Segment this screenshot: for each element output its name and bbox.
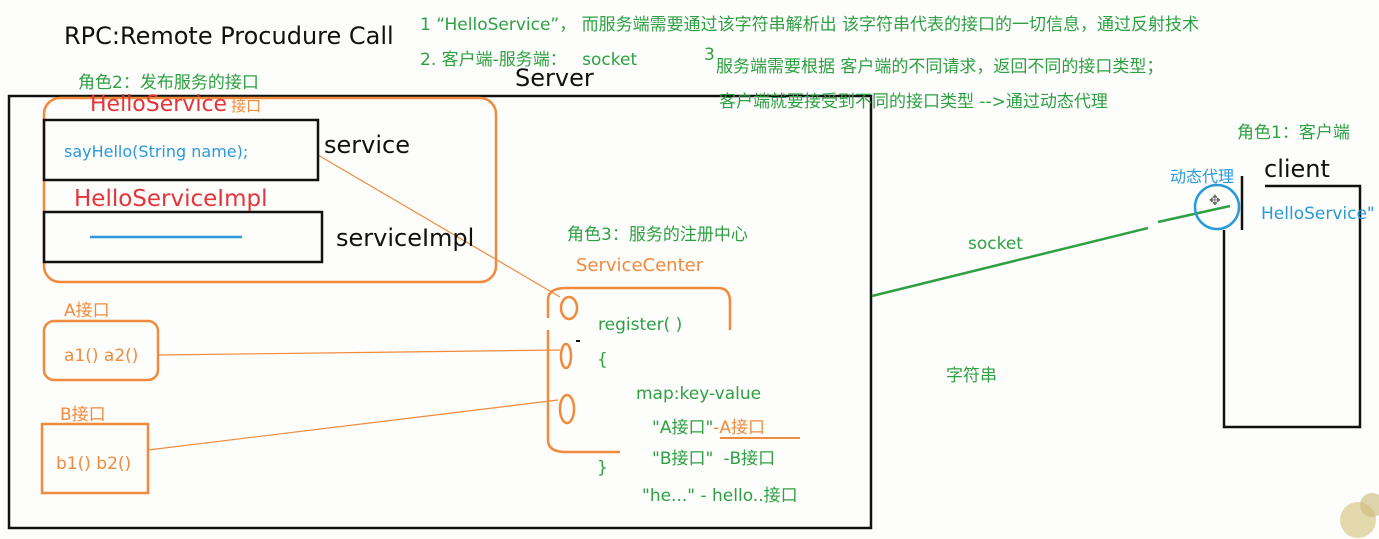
service-center-title: ServiceCenter	[576, 255, 704, 276]
say-hello-box	[42, 118, 320, 182]
service-center-box	[546, 286, 732, 330]
client-frame	[1222, 184, 1362, 429]
a-interface-methods: a1() a2()	[64, 346, 139, 366]
slot-3	[558, 393, 576, 425]
server-label: Server	[515, 64, 594, 92]
code-entry-b-value: -B接口	[723, 449, 776, 469]
service-impl-label: serviceImpl	[336, 224, 475, 252]
proxy-cursor-icon: ✥	[1209, 193, 1221, 209]
hello-service-name: HelloService	[90, 92, 228, 117]
hello-service-suffix: 接口	[231, 97, 262, 115]
connector-service	[317, 154, 561, 298]
note-line-2-socket: socket	[582, 50, 638, 70]
hello-service-impl-title: HelloServiceImpl	[74, 186, 268, 212]
note-line-3: 服务端需要根据 客户端的不同请求，返回不同的接口类型；	[716, 57, 1164, 77]
a-interface-label: A接口	[64, 301, 110, 321]
client-hello-service-string: HelloService"	[1261, 204, 1375, 224]
b-interface-box	[40, 422, 150, 495]
code-entry-a: "A接口"-A接口	[652, 413, 765, 438]
note-line-1: 1 “HelloService”， 而服务端需要通过该字符串解析出 该字符串代表…	[420, 15, 1200, 35]
note-line-4: 客户端就要接受到不同的接口类型 -->通过动态代理	[719, 92, 1108, 112]
service-impl-box	[42, 210, 324, 264]
service-center-box-bottom	[546, 330, 620, 454]
socket-label: socket	[968, 234, 1023, 254]
note-line-2-prefix: 2. 客户端-服务端：	[420, 50, 567, 70]
slot-2	[559, 342, 573, 370]
say-hello-method: sayHello(String name);	[64, 142, 249, 161]
note-line-2: 2. 客户端-服务端： socket	[420, 45, 637, 70]
socket-line-end	[1157, 204, 1231, 224]
code-map: map:key-value	[636, 384, 762, 404]
slot-1	[559, 295, 579, 321]
code-close-brace: }	[597, 458, 608, 478]
code-entry-a-value: -A接口	[713, 418, 766, 438]
code-entry-hello: "he..." - hello..接口	[642, 486, 798, 506]
diagram-title: RPC:Remote Procudure Call	[64, 22, 394, 50]
service-label: service	[324, 131, 410, 159]
socket-line	[871, 226, 1149, 298]
proxy-circle	[1193, 183, 1241, 231]
connector-b	[147, 399, 559, 451]
b-interface-label: B接口	[60, 405, 106, 425]
code-register: register( )	[598, 315, 683, 335]
b-interface-methods: b1() b2()	[56, 454, 132, 474]
code-entry-b: "B接口" -B接口	[652, 444, 775, 469]
role-1-label: 角色1：客户端	[1237, 123, 1350, 143]
dynamic-proxy-label: 动态代理	[1170, 167, 1235, 186]
client-label: client	[1264, 155, 1330, 183]
a-interface-box	[42, 319, 160, 382]
role-2-label: 角色2：发布服务的接口	[78, 73, 259, 93]
code-entry-a-key: "A接口"	[652, 418, 714, 438]
interface-group-box	[42, 96, 498, 284]
string-label: 字符串	[946, 366, 997, 386]
code-open-brace: {	[597, 350, 608, 370]
connector-a	[157, 349, 561, 356]
role-3-label: 角色3：服务的注册中心	[567, 225, 748, 245]
server-frame	[7, 94, 873, 530]
note-line-3-number: 3	[704, 45, 715, 65]
code-entry-b-key: "B接口"	[652, 449, 714, 469]
